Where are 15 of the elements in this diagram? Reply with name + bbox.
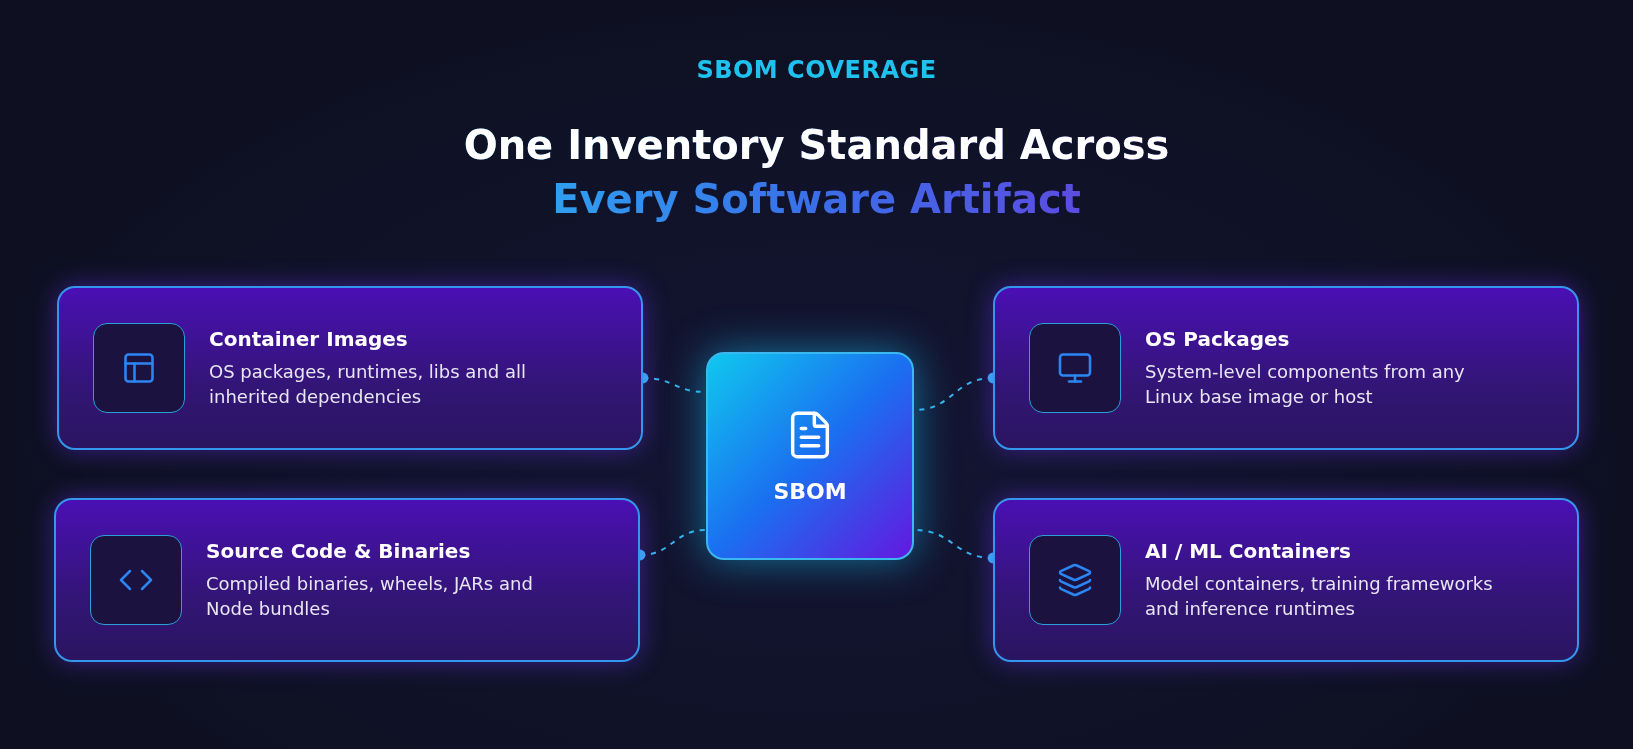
sbom-tile — [706, 352, 914, 560]
card-heading: AI / ML Containers — [1145, 539, 1352, 563]
category-card — [993, 286, 1579, 450]
tile-label: SBOM — [773, 478, 847, 504]
card-description: System-level components from any Linux base image or host — [1145, 360, 1466, 409]
section-kicker: SBOM COVERAGE — [696, 56, 937, 84]
card-description: Compiled binaries, wheels, JARs and Node bundles — [206, 572, 534, 621]
card-description: OS packages, runtimes, libs and all inherited dependencies — [209, 360, 527, 409]
card-heading: Source Code & Binaries — [206, 539, 472, 563]
category-card — [993, 498, 1579, 662]
card-heading: Container Images — [209, 327, 409, 351]
category-card — [57, 286, 643, 450]
card-heading: OS Packages — [1145, 327, 1291, 351]
category-card — [54, 498, 640, 662]
card-description: Model containers, training frameworks and inference runtimes — [1145, 572, 1494, 621]
